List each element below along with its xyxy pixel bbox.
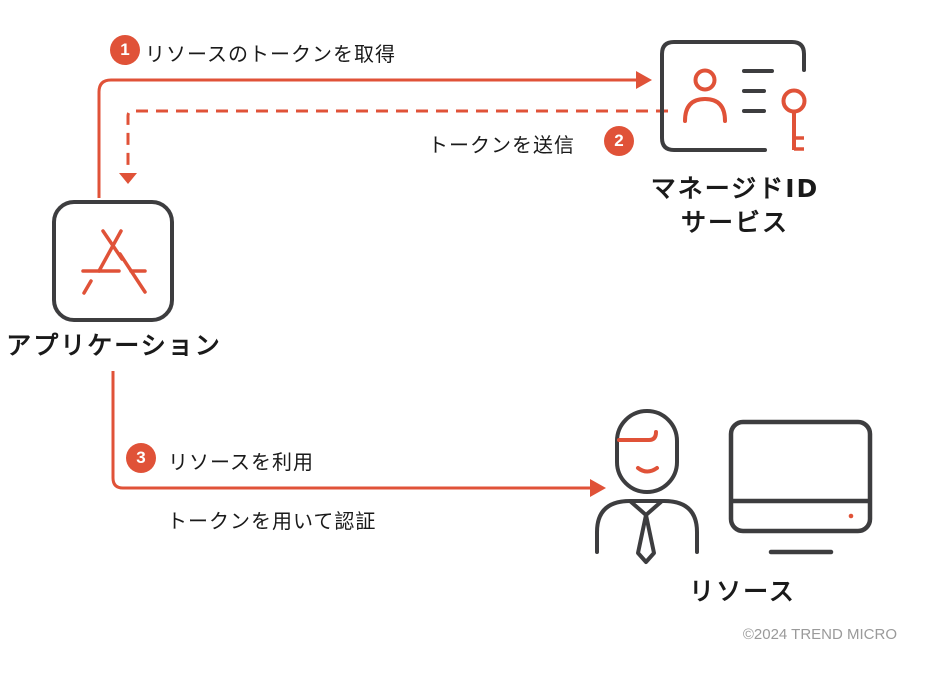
step-3-badge: 3 [126, 443, 156, 473]
step-2-line [126, 109, 668, 170]
step-1-arrowhead [636, 71, 652, 89]
person-with-tie-icon [595, 409, 699, 564]
step-3-arrow [111, 371, 606, 497]
monitor-icon [728, 419, 873, 555]
step-1-line [97, 78, 638, 198]
id-card-key-icon [660, 40, 807, 152]
step-2-arrow [119, 109, 668, 184]
step-3-arrowhead [590, 479, 606, 497]
step-1-label: リソースのトークンを取得 [145, 42, 396, 66]
managed-id-label: マネージドID サービス [640, 172, 830, 240]
managed-id-label-line1: マネージドID [650, 174, 820, 203]
step-1-badge: 1 [110, 35, 140, 65]
step-3-sublabel: トークンを用いて認証 [167, 509, 377, 533]
app-store-icon [52, 200, 174, 322]
application-label: アプリケーション [6, 331, 222, 360]
step-2-badge: 2 [604, 126, 634, 156]
resource-label: リソース [689, 577, 796, 606]
copyright: ©2024 TREND MICRO [742, 626, 897, 643]
step-2-label: トークンを送信 [428, 133, 575, 157]
step-3-line [111, 371, 592, 490]
step-1-arrow [97, 71, 652, 198]
step-2-arrowhead [119, 173, 137, 184]
managed-id-label-line2: サービス [680, 208, 789, 237]
step-3-label: リソースを利用 [168, 450, 314, 474]
